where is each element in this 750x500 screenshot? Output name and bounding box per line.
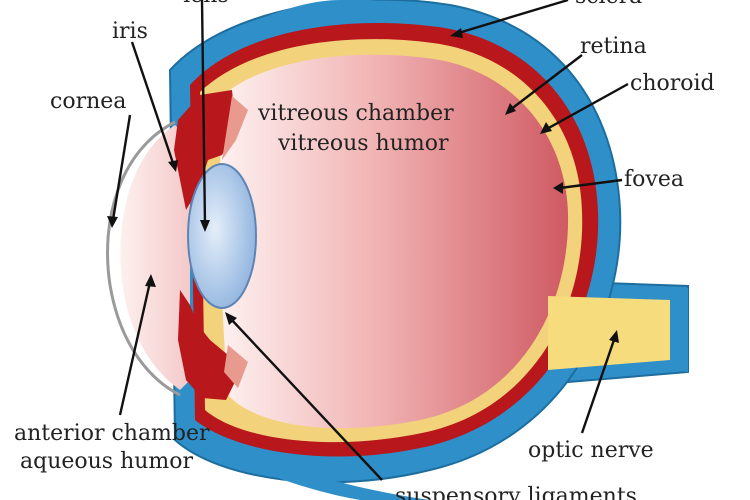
lens-arrowhead	[200, 220, 210, 232]
label-anterior-chamber: anterior chamber	[14, 421, 210, 446]
label-sclera: sclera	[575, 0, 642, 9]
lower-lid-band	[215, 440, 430, 500]
label-cornea: cornea	[50, 89, 126, 114]
anterior-chamber-leader	[118, 281, 152, 416]
lens-shape	[187, 163, 257, 309]
ciliary-lower	[224, 345, 248, 388]
sclera-leader	[454, 0, 569, 36]
optic-nerve	[548, 296, 670, 370]
choroid-arrowhead	[540, 122, 552, 134]
optic-nerve-leader	[580, 336, 617, 434]
cornea-arrowhead	[107, 216, 118, 228]
label-lens: lens	[183, 0, 229, 8]
suspensory-ligaments-arrowhead	[225, 312, 237, 325]
label-fovea: fovea	[624, 167, 684, 192]
vitreous-chamber	[220, 54, 569, 429]
anterior-chamber	[120, 125, 190, 390]
ciliary-upper	[222, 96, 248, 160]
label-optic-nerve: optic nerve	[528, 438, 654, 463]
fovea-leader	[559, 178, 623, 190]
anterior-chamber-arrowhead	[145, 274, 156, 287]
cornea	[106, 120, 181, 397]
label-choroid: choroid	[630, 71, 715, 96]
label-iris: iris	[112, 19, 148, 44]
iris-lower	[178, 290, 236, 400]
choroid-leader	[544, 82, 629, 132]
label-aqueous-humor: aqueous humor	[20, 449, 194, 474]
cornea-leader	[111, 114, 132, 221]
retina-leader	[509, 54, 583, 111]
label-suspensory-ligaments: suspensory ligaments	[395, 484, 637, 500]
optic-nerve-tip	[670, 288, 688, 372]
label-vitreous-chamber: vitreous chamber	[257, 101, 454, 126]
label-vitreous-humor: vitreous humor	[277, 131, 449, 156]
iris-leader	[130, 41, 176, 167]
iris-arrowhead	[168, 160, 178, 172]
suspensory-ligaments-leader	[229, 317, 383, 481]
label-retina: retina	[580, 34, 647, 59]
retina-arrowhead	[505, 103, 516, 115]
fovea-arrowhead	[553, 182, 563, 194]
sclera-arrowhead	[450, 28, 463, 38]
optic-nerve-arrowhead	[609, 330, 619, 343]
lens-leader	[200, 0, 207, 226]
